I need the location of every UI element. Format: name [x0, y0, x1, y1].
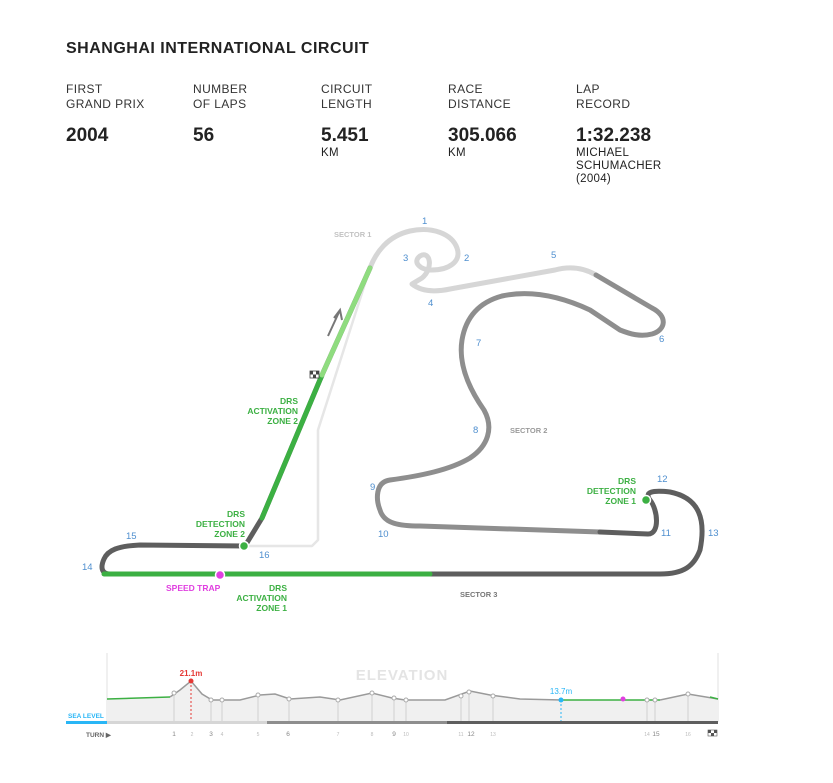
turn-tick: 5	[257, 732, 260, 738]
sea-level-bar	[66, 721, 108, 724]
drs-detection-1-label: DETECTION	[587, 486, 636, 496]
drs-zone-2-light	[319, 265, 373, 378]
elevation-min-label: 13.7m	[550, 687, 573, 696]
turn-number: 14	[82, 562, 93, 573]
turn-axis-label: TURN ▶	[86, 732, 112, 739]
turn-number: 1	[422, 216, 427, 227]
turn-tick: 8	[371, 732, 374, 738]
sector-bar-3	[447, 721, 718, 724]
turn-tick: 10	[403, 732, 409, 738]
drs-activation-2-label: ZONE 2	[267, 416, 298, 426]
sector-bar-2	[267, 721, 447, 724]
turn-number: 10	[378, 529, 389, 540]
turn-number: 7	[476, 338, 481, 349]
turn-number: 12	[657, 474, 668, 485]
turn-tick: 15	[652, 731, 660, 738]
sector-3-label: SECTOR 3	[460, 590, 497, 599]
turn-number: 4	[428, 298, 433, 309]
turn-number: 9	[370, 482, 375, 493]
turn-number: 16	[259, 550, 270, 561]
stat-unit: KM	[448, 147, 466, 159]
elevation-line-green-start	[106, 696, 171, 700]
stat-value: 1:32.238	[576, 125, 652, 146]
turn-tick: 16	[685, 732, 691, 738]
elevation-speed-trap-marker	[620, 696, 626, 702]
turn-number: 11	[661, 528, 671, 539]
turn-tick: 1	[172, 731, 176, 738]
stat-value: 2004	[66, 125, 109, 146]
drs-zone-2-dark	[259, 372, 325, 521]
stat-value: 305.066	[448, 125, 517, 146]
drs-detection-2-label: DETECTION	[196, 519, 245, 529]
drs-activation-2-label: DRS	[280, 396, 298, 406]
sector-2-label: SECTOR 2	[510, 426, 547, 435]
drs-detection-1-marker	[640, 494, 652, 506]
turn-number: 3	[403, 253, 408, 264]
turn-number: 15	[126, 531, 137, 542]
turn-tick: 13	[490, 732, 496, 738]
turn-number: 2	[464, 253, 469, 264]
turn-number: 13	[708, 528, 719, 539]
elevation-title: ELEVATION	[356, 667, 449, 684]
finish-flag-icon	[707, 729, 718, 737]
drs-activation-1-label: ACTIVATION	[236, 593, 287, 603]
turn-tick: 12	[467, 731, 475, 738]
sector-bar-1	[107, 721, 267, 724]
sea-level-label: SEA LEVEL	[68, 713, 104, 720]
turn-tick: 11	[458, 732, 463, 738]
elevation-max-marker	[188, 678, 194, 684]
elevation-min-marker	[558, 697, 564, 703]
checkered-flag-icon	[309, 370, 320, 379]
track-sector-1	[367, 227, 599, 294]
stat-value: 5.451	[321, 125, 369, 146]
direction-arrow-icon	[327, 307, 343, 337]
turn-tick: 7	[337, 732, 340, 738]
drs-detection-2-label: ZONE 2	[214, 529, 245, 539]
drs-detection-2-label: DRS	[227, 509, 245, 519]
sector-1-label: SECTOR 1	[334, 230, 371, 239]
turn-tick: 14	[644, 732, 650, 738]
turn-number: 6	[659, 334, 664, 345]
turn-number: 5	[551, 250, 556, 261]
turn-tick: 6	[286, 731, 290, 738]
turn-number: 8	[473, 425, 478, 436]
drs-activation-2-label: ACTIVATION	[247, 406, 298, 416]
speed-trap-label: SPEED TRAP	[166, 583, 221, 593]
elevation-chart: ELEVATION	[66, 653, 719, 739]
drs-activation-1-label: DRS	[269, 583, 287, 593]
turn-tick: 4	[221, 732, 224, 738]
circuit-title: SHANGHAI INTERNATIONAL CIRCUIT	[66, 40, 370, 57]
track-sector-2	[374, 272, 666, 535]
drs-detection-2-marker	[238, 540, 250, 552]
elevation-max-label: 21.1m	[180, 669, 203, 678]
elevation-area	[107, 681, 718, 722]
stat-value: 56	[193, 125, 215, 146]
turn-tick: 3	[209, 731, 213, 738]
pit-lane	[243, 266, 372, 548]
drs-activation-1-label: ZONE 1	[256, 603, 287, 613]
turn-tick: 2	[191, 732, 194, 738]
drs-detection-1-label: ZONE 1	[605, 496, 636, 506]
drs-detection-1-label: DRS	[618, 476, 636, 486]
track-sector-3	[99, 265, 705, 577]
speed-trap-marker	[214, 569, 226, 581]
turn-tick: 9	[392, 731, 396, 738]
stat-unit: KM	[321, 147, 339, 159]
